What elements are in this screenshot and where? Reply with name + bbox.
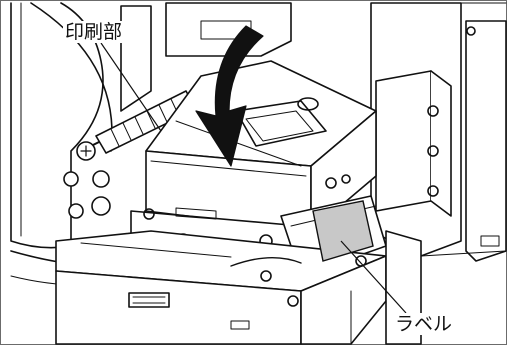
screw-icon [91,196,111,216]
screw-icon [466,26,476,36]
right-far-panel [465,20,507,262]
print-unit-label: 印刷部 [63,21,125,43]
right-slot [480,235,500,247]
screw-icon [260,270,272,282]
print-head-window-inner [245,110,314,142]
screw-icon [63,171,79,187]
print-head-rib-2 [150,160,307,177]
screw-icon [427,185,439,197]
leader-print-unit [100,42,162,132]
platen-roller [230,256,302,267]
base-slot [230,320,250,330]
roller-ridges [110,98,180,147]
screw-icon [427,145,439,157]
print-head-hole [297,97,319,111]
connector-port [128,292,170,308]
bracket-slot [175,207,217,220]
base-right [300,255,387,345]
screw-icon [325,177,337,189]
down-arrow-icon [195,25,264,167]
side-plate-left [120,5,152,112]
leader-label [340,240,407,314]
screw-icon [427,105,439,117]
right-bracket-flange [430,70,452,217]
upper-frame-right [165,2,292,57]
label-callout: ラベル [393,313,455,335]
base-lip [80,242,232,258]
right-bracket [375,70,432,212]
label-sheet [312,200,374,262]
screw-icon [355,255,367,267]
far-right-base [420,250,507,257]
screw-icon [287,295,299,307]
print-head-rib [175,120,302,167]
screw-icon [341,174,351,184]
screw-icon [143,208,155,220]
screw-icon [68,203,84,219]
screw-icon [92,170,110,188]
